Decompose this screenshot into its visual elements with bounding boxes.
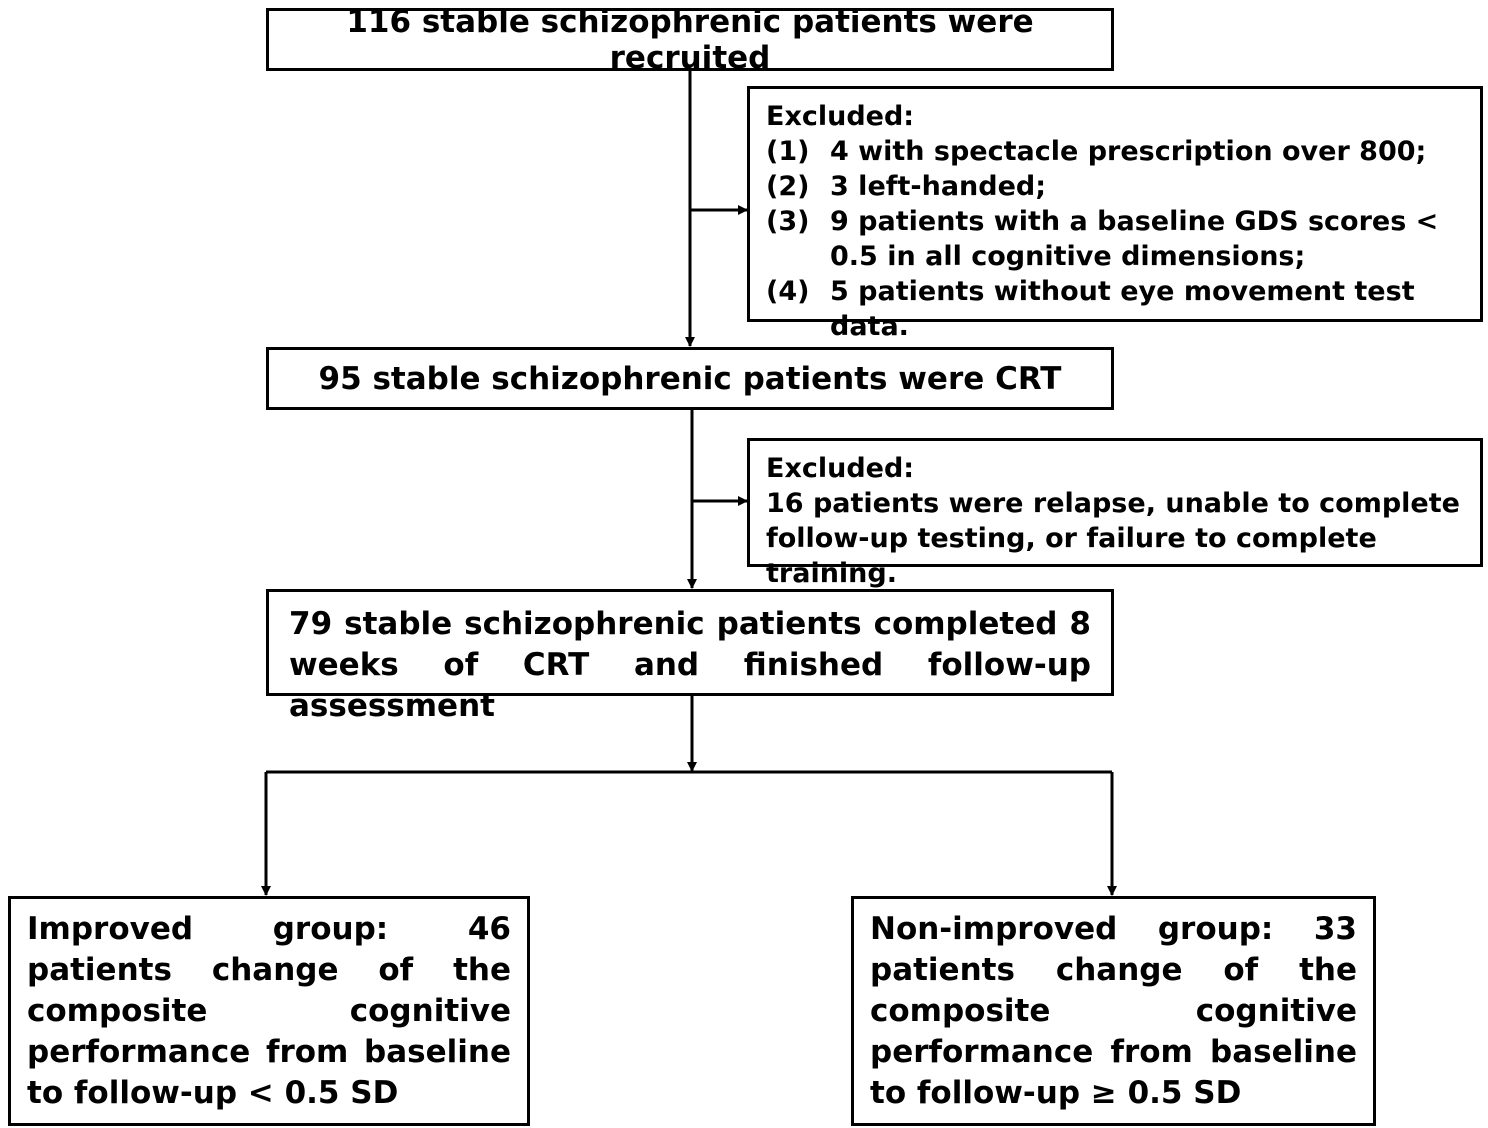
recruited-text: 116 stable schizophrenic patients were r… — [346, 3, 1034, 76]
recruited-box: 116 stable schizophrenic patients were r… — [266, 4, 1114, 76]
excluded-item-number: (2) — [766, 171, 810, 202]
excluded-item-text: 9 patients with a baseline GDS scores < … — [830, 206, 1439, 272]
excluded-item-3: (3) 9 patients with a baseline GDS score… — [766, 204, 1464, 274]
excluded-item-4: (4) 5 patients without eye movement test… — [766, 274, 1464, 344]
excluded-item-1: (1) 4 with spectacle prescription over 8… — [766, 134, 1464, 169]
non-improved-group-box: Non-improved group: 33 patients change o… — [851, 896, 1376, 1126]
crt-box: 95 stable schizophrenic patients were CR… — [266, 347, 1114, 410]
excluded-item-number: (1) — [766, 136, 810, 167]
completed-text: 79 stable schizophrenic patients complet… — [289, 606, 1091, 724]
improved-group-text: Improved group: 46 patients change of th… — [27, 911, 511, 1111]
excluded-item-text: 4 with spectacle prescription over 800; — [830, 136, 1427, 167]
improved-group-box: Improved group: 46 patients change of th… — [8, 896, 530, 1126]
excluded-item-text: 3 left-handed; — [830, 171, 1047, 202]
excluded-box-1: Excluded: (1) 4 with spectacle prescript… — [747, 86, 1483, 342]
excluded-box-2: Excluded: 16 patients were relapse, unab… — [747, 438, 1483, 589]
non-improved-group-text: Non-improved group: 33 patients change o… — [870, 911, 1357, 1111]
excluded-item-2: (2) 3 left-handed; — [766, 169, 1464, 204]
excluded-item-text: 5 patients without eye movement test dat… — [830, 276, 1415, 342]
crt-text: 95 stable schizophrenic patients were CR… — [318, 360, 1062, 397]
excluded-heading-2: Excluded: — [766, 453, 915, 484]
excluded-heading-1: Excluded: — [766, 101, 915, 132]
excluded-reason-text: 16 patients were relapse, unable to comp… — [766, 488, 1460, 589]
excluded-item-number: (4) — [766, 276, 810, 307]
completed-box: 79 stable schizophrenic patients complet… — [266, 589, 1114, 724]
excluded-item-number: (3) — [766, 206, 810, 237]
